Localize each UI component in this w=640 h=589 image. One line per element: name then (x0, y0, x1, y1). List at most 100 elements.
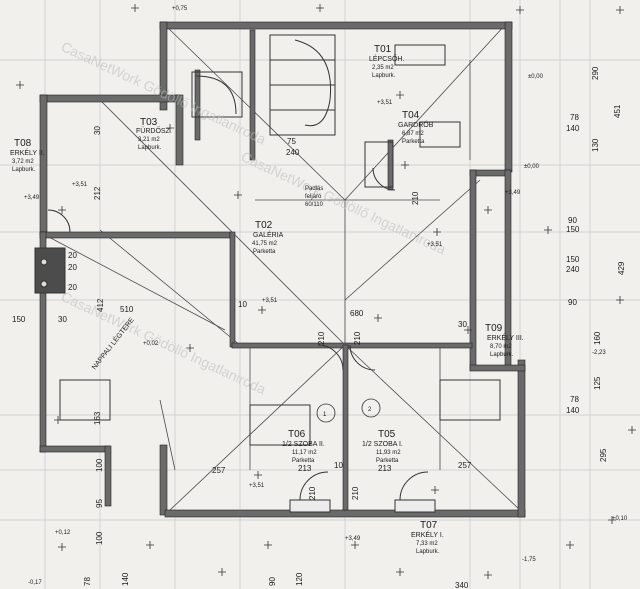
level-349-a: +3,49 (24, 195, 40, 201)
room-t03-name: FÜRDŐSZ. (136, 126, 172, 135)
dim-90-a: 90 (568, 216, 577, 225)
room-t05-floor: Parketta (376, 458, 399, 464)
level-349-b: +3,49 (505, 190, 521, 196)
cross-marker (544, 226, 552, 234)
room-t08-name: ERKÉLY II. (10, 148, 45, 157)
room-labels: T01 LÉPCSŐH. 2,35 m2 Lapburk. T04 GARDRÓ… (10, 44, 524, 555)
room-t05-code: T05 (378, 429, 396, 440)
attic-label-1: Padlás (305, 186, 323, 192)
room-t09-floor: Lapburk. (490, 352, 514, 358)
dim-125: 125 (593, 376, 602, 390)
attic-label-2: feljáró (305, 194, 322, 200)
cross-marker (146, 541, 154, 549)
room-circles (316, 398, 381, 423)
cross-marker (166, 124, 174, 132)
dim-150-b: 150 (566, 225, 580, 234)
cross-marker (484, 571, 492, 579)
attic-label-3: 60/110 (305, 202, 324, 208)
room-t02-floor: Parketta (253, 249, 276, 255)
level-175: -1,75 (522, 557, 536, 563)
level-351-a: +3,51 (377, 100, 393, 106)
cross-marker (16, 81, 24, 89)
cross-marker (464, 326, 472, 334)
dim-210-b: 210 (353, 331, 362, 345)
room-t02-code: T02 (255, 220, 273, 231)
cross-marker (186, 344, 194, 352)
circle-2-label: 2 (368, 407, 372, 413)
dim-150-c: 150 (566, 255, 580, 264)
room-t04-floor: Parketta (402, 139, 425, 145)
level-000-a: ±0,00 (528, 74, 544, 80)
partitions (34, 34, 501, 513)
room-t08-area: 3,72 m2 (12, 159, 34, 165)
room-t08-floor: Lapburk. (12, 167, 36, 173)
room-t01-code: T01 (374, 44, 392, 55)
dim-95: 95 (95, 499, 104, 508)
room-t04-code: T04 (402, 110, 420, 121)
dim-120: 120 (295, 572, 304, 586)
level-markers: +0,75 +3,51 +3,51 +3,51 +3,51 +3,51 +3,4… (24, 6, 628, 586)
cross-marker (516, 6, 524, 14)
cross-marker (351, 541, 359, 549)
level-351-e: +3,51 (249, 483, 265, 489)
room-t03-floor: Lapburk. (138, 145, 162, 151)
cross-marker (58, 543, 66, 551)
dim-20-c: 20 (68, 283, 77, 292)
dim-160: 160 (593, 331, 602, 345)
level-017: -0,17 (28, 580, 42, 586)
room-t07-floor: Lapburk. (416, 549, 440, 555)
level-351-b: +3,51 (72, 182, 88, 188)
room-t06-name: 1/2 SZOBA II. (282, 441, 325, 448)
level-010: +0,10 (612, 516, 628, 522)
room-t09-name: ERKÉLY III. (487, 333, 524, 342)
dim-75: 75 (287, 137, 296, 146)
cross-marker (616, 296, 624, 304)
room-t07-name: ERKÉLY I. (411, 530, 444, 539)
dim-240: 240 (286, 148, 300, 157)
dim-257-a: 257 (212, 466, 226, 475)
room-t04-area: 6,87 m2 (402, 131, 424, 137)
dim-412: 412 (96, 298, 105, 312)
cross-marker (566, 541, 574, 549)
dim-30-a: 30 (58, 315, 67, 324)
level-351-d: +3,51 (262, 298, 278, 304)
room-t01-floor: Lapburk. (372, 73, 396, 79)
level-223: -2,23 (592, 350, 606, 356)
dim-78-c: 78 (83, 577, 92, 586)
cross-marker (258, 306, 266, 314)
dim-10-a: 10 (238, 300, 247, 309)
dim-78-a: 78 (570, 113, 579, 122)
dim-340: 340 (455, 581, 469, 589)
room-t06-floor: Parketta (292, 458, 315, 464)
cross-marker (254, 471, 262, 479)
dim-10-b: 10 (334, 461, 343, 470)
dim-140-c: 140 (121, 572, 130, 586)
cross-marker (628, 426, 636, 434)
room-t03-area: 3,21 m2 (138, 137, 160, 143)
room-t01-name: LÉPCSŐH. (369, 54, 404, 63)
level-000-b: ±0,00 (524, 164, 540, 170)
dim-30-c: 30 (93, 126, 102, 135)
room-t06-code: T06 (288, 429, 306, 440)
dim-290: 290 (591, 66, 600, 80)
cross-marker (433, 228, 441, 236)
dim-90-c: 90 (268, 577, 277, 586)
dim-257-b: 257 (458, 461, 472, 470)
dim-210-e: 210 (351, 486, 360, 500)
level-075: +0,75 (172, 6, 188, 12)
room-t07-code: T07 (420, 520, 438, 531)
cross-marker (54, 416, 62, 424)
cross-marker (396, 91, 404, 99)
dim-140-a: 140 (566, 124, 580, 133)
dim-451: 451 (613, 104, 622, 118)
room-t05-area: 11,93 m2 (376, 450, 401, 456)
room-t08-code: T08 (14, 138, 32, 149)
dim-150: 150 (12, 315, 26, 324)
dim-213-a: 213 (298, 464, 312, 473)
dim-20-b: 20 (68, 263, 77, 272)
dim-90-b: 90 (568, 298, 577, 307)
dim-78-b: 78 (570, 395, 579, 404)
dim-100-b: 100 (95, 531, 104, 545)
dim-140-b: 140 (566, 406, 580, 415)
